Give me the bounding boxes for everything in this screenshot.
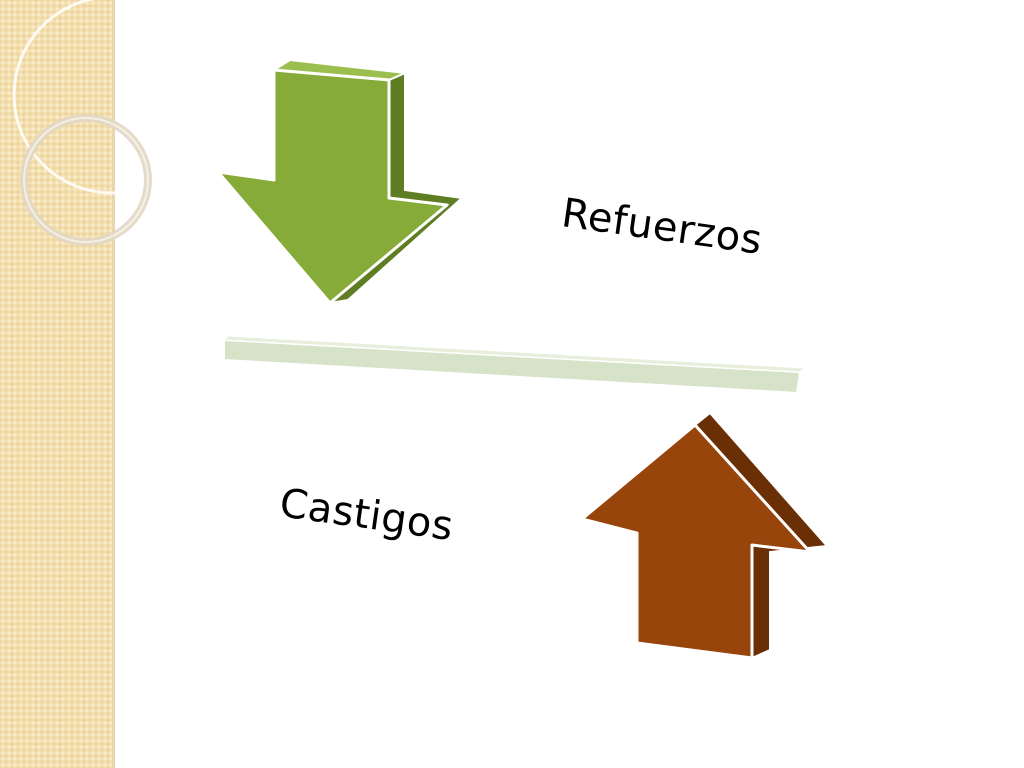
balance-bar-top bbox=[222, 335, 806, 373]
decorative-ring-large bbox=[12, 0, 212, 195]
balance-bar bbox=[222, 335, 806, 395]
side-band-edge bbox=[112, 0, 115, 768]
up-arrow-icon bbox=[580, 411, 830, 660]
down-arrow-icon bbox=[216, 58, 465, 305]
up-arrow-face bbox=[580, 423, 812, 660]
decorative-ring-small-inner bbox=[23, 117, 149, 243]
down-arrow-face bbox=[216, 68, 449, 305]
